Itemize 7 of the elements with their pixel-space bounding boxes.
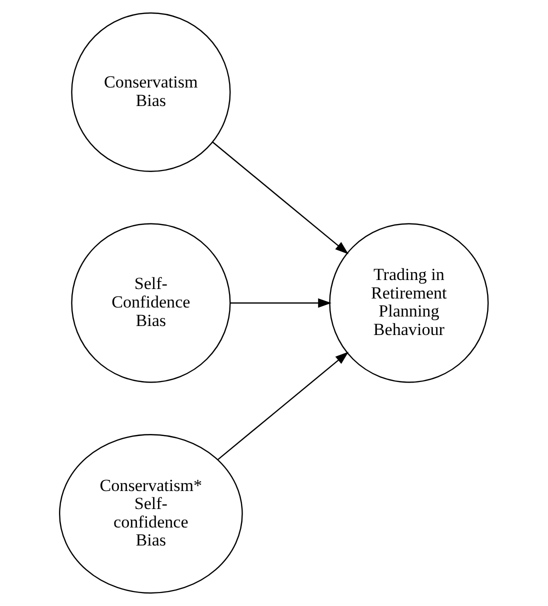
node-ellipse: Conservatism* Self- confidence Bias	[58, 434, 243, 594]
arrow	[212, 142, 349, 254]
node-circle: Self- Confidence Bias	[71, 223, 231, 383]
arrow	[230, 298, 332, 308]
node-circle: Conservatism Bias	[71, 12, 231, 172]
arrow	[217, 352, 349, 460]
node-circle: Trading in Retirement Planning Behaviour	[329, 223, 489, 383]
